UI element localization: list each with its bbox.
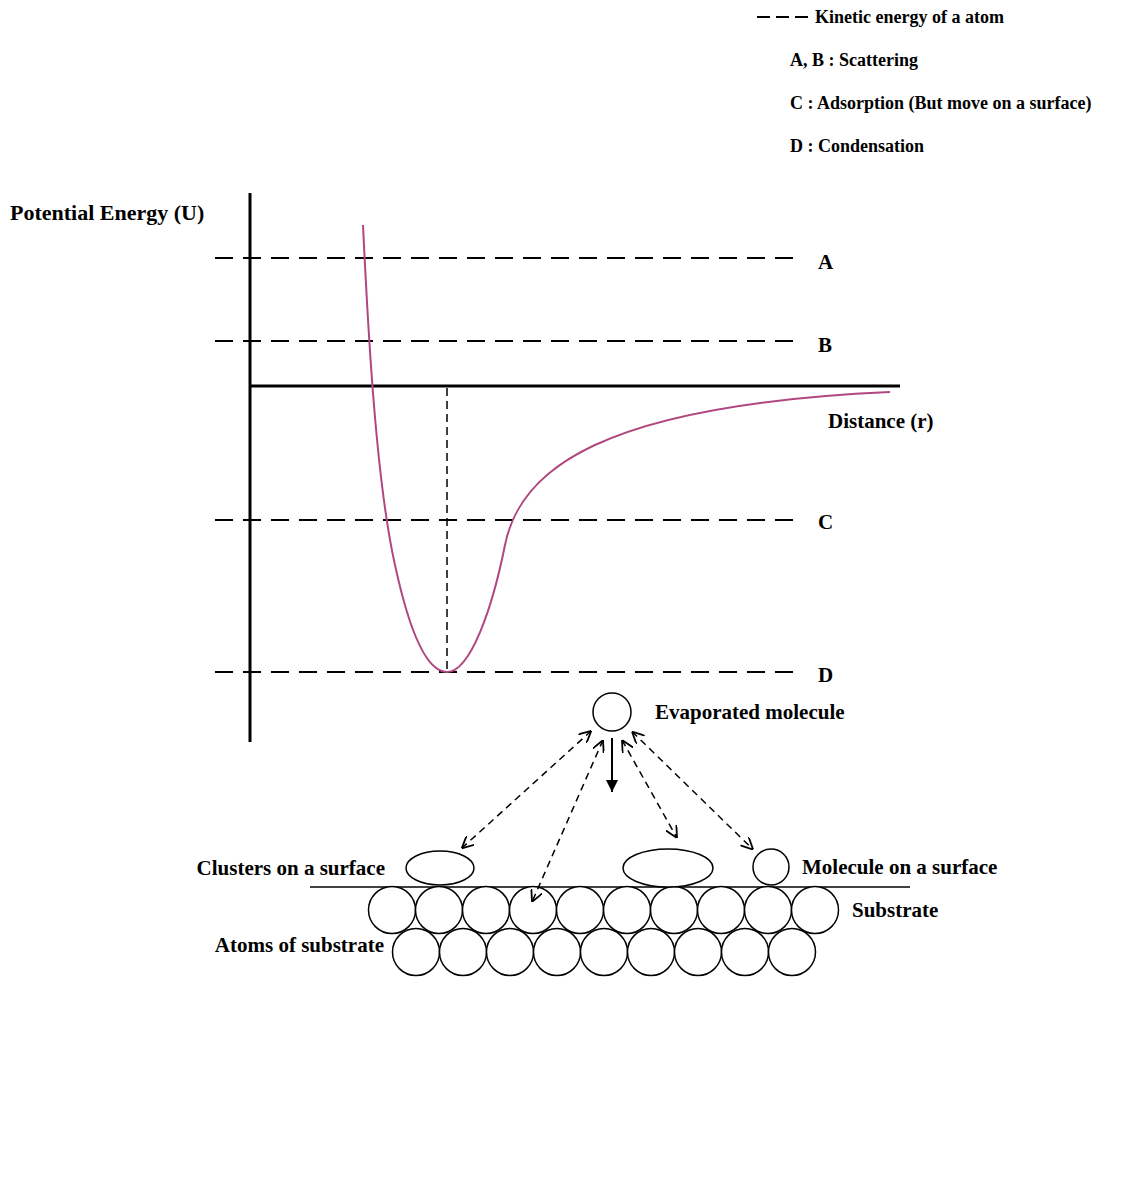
atom bbox=[745, 887, 792, 934]
node-outline bbox=[752, 848, 790, 886]
interaction-arrow bbox=[462, 731, 592, 849]
diagram-label: Potential Energy (U) bbox=[10, 200, 204, 225]
interaction-arrow bbox=[622, 740, 677, 838]
atom bbox=[769, 929, 816, 976]
atom bbox=[393, 929, 440, 976]
node-outline bbox=[592, 692, 632, 732]
atom bbox=[651, 887, 698, 934]
level-line bbox=[215, 340, 795, 342]
substrate-atoms bbox=[369, 887, 839, 976]
atom bbox=[628, 929, 675, 976]
level-line bbox=[215, 519, 795, 521]
diagram-label: Distance (r) bbox=[828, 409, 934, 433]
atom bbox=[416, 887, 463, 934]
diagram-label: B bbox=[818, 333, 832, 357]
incidence-arrow bbox=[611, 738, 613, 792]
legend-text: Kinetic energy of a atom bbox=[815, 7, 1004, 28]
surface-cluster: Clusters on a surface bbox=[405, 850, 475, 886]
atom bbox=[581, 929, 628, 976]
diagram-label: Atoms of substrate bbox=[215, 933, 384, 957]
diagram-label: D bbox=[818, 663, 833, 687]
node-label: Evaporated molecule bbox=[655, 700, 845, 724]
y-axis bbox=[249, 193, 252, 742]
node-ellipse bbox=[593, 693, 631, 731]
minimum-marker bbox=[446, 388, 448, 672]
legend-note: D : Condensation bbox=[790, 136, 924, 157]
evaporated-molecule: Evaporated molecule bbox=[592, 692, 632, 732]
node-ellipse bbox=[753, 849, 789, 885]
node-ellipse bbox=[406, 851, 474, 885]
potential-curve bbox=[363, 225, 890, 672]
atom bbox=[675, 929, 722, 976]
x-axis bbox=[250, 385, 900, 388]
level-line bbox=[215, 671, 795, 673]
atom bbox=[487, 929, 534, 976]
atom bbox=[557, 887, 604, 934]
diagram-label: Substrate bbox=[852, 898, 938, 922]
interaction-arrow bbox=[632, 732, 753, 850]
legend-note: A, B : Scattering bbox=[790, 50, 918, 71]
legend-dash bbox=[757, 16, 810, 18]
legend-sample bbox=[755, 12, 811, 22]
diagram-label: C bbox=[818, 510, 833, 534]
energy-level-lines bbox=[215, 258, 795, 672]
atom bbox=[698, 887, 745, 934]
atom bbox=[369, 887, 416, 934]
surface-molecule: Molecule on a surface bbox=[752, 848, 790, 886]
atom bbox=[510, 887, 557, 934]
legend-note: C : Adsorption (But move on a surface) bbox=[790, 93, 1092, 114]
atom bbox=[722, 929, 769, 976]
atom bbox=[792, 887, 839, 934]
interaction-arrow bbox=[532, 740, 603, 902]
atom bbox=[604, 887, 651, 934]
atom bbox=[440, 929, 487, 976]
atom bbox=[463, 887, 510, 934]
surface-cluster bbox=[623, 849, 713, 887]
level-line bbox=[215, 257, 795, 259]
node-label: Clusters on a surface bbox=[197, 856, 385, 880]
node-label: Molecule on a surface bbox=[802, 855, 997, 879]
diagram-label: A bbox=[818, 250, 833, 274]
atom bbox=[534, 929, 581, 976]
node-outline bbox=[405, 850, 475, 886]
